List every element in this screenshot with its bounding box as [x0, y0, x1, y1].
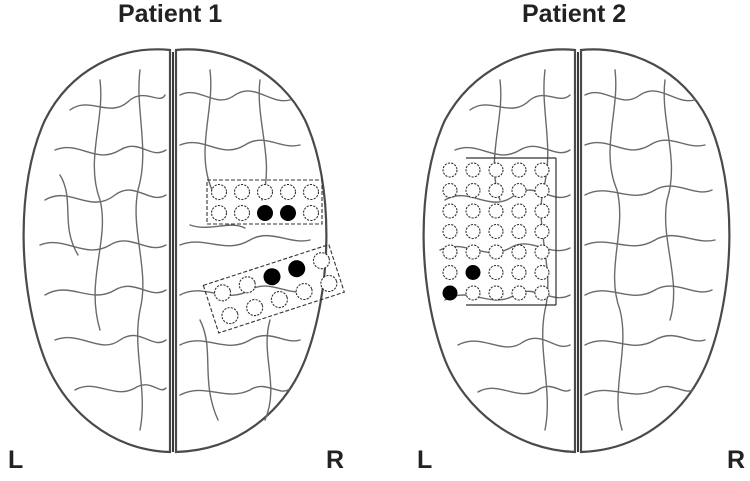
patient-1-right-hemisphere	[174, 48, 328, 454]
patient-1-upper-strip-active-electrode	[280, 205, 296, 221]
patient-2-grid-electrode	[465, 244, 481, 260]
patient-2-grid-electrode	[511, 223, 527, 240]
patient-1-lower-strip	[213, 252, 338, 325]
patient-2-grid-electrode	[488, 264, 504, 281]
patient-2-grid-electrode	[465, 203, 481, 219]
patient-2-left-label: L	[417, 446, 433, 474]
patient-2-grid-electrode	[511, 203, 527, 219]
patient-1-upper-strip-electrode	[256, 183, 274, 201]
patient-1-lower-strip-electrode	[270, 291, 288, 309]
patient-2-grid-electrode	[442, 203, 458, 219]
patient-2-grid-electrode	[534, 244, 550, 260]
patient-1-upper-strip-frame	[206, 179, 323, 225]
patient-2-grid-electrode	[488, 203, 504, 219]
patient-2-grid-electrode	[534, 162, 550, 178]
patient-2-grid-electrode	[442, 223, 458, 240]
patient-1-lower-strip-electrode	[213, 284, 232, 302]
patient-2-grid-electrode	[534, 182, 550, 199]
patient-2-brain	[422, 48, 731, 454]
patient-1-upper-strip-electrode	[210, 183, 228, 201]
patient-1-lower-strip-electrode	[238, 276, 256, 294]
patient-2-grid-electrode	[488, 285, 504, 301]
patient-1-upper-strip-electrode	[233, 204, 251, 222]
patient-1-upper-strip	[210, 183, 320, 222]
patient-2-grid-electrode	[511, 162, 527, 178]
patient-1-upper-strip-electrode	[233, 183, 251, 201]
patient-1-lower-strip-electrode	[295, 282, 313, 301]
patient-2-grid-electrode	[511, 264, 527, 281]
patient-1-left-label: L	[8, 446, 24, 474]
patient-2-grid-electrode	[488, 162, 504, 178]
patient-1-lower-strip-active-electrode	[263, 268, 281, 286]
patient-1-upper-strip-electrode	[279, 183, 297, 201]
patient-2-grid-electrode	[465, 223, 481, 240]
patient-1-left-hemisphere	[22, 48, 172, 454]
patient-2-grid-electrode	[534, 223, 550, 240]
patient-2-grid-electrode	[442, 162, 458, 178]
patient-2-grid-electrode	[442, 264, 458, 281]
patient-2-grid-electrode	[511, 285, 527, 301]
patient-2-grid-electrode	[488, 182, 504, 199]
patient-2-right-hemisphere	[579, 48, 731, 454]
patient-2-title: Patient 2	[522, 0, 627, 28]
patient-1-lower-strip-electrode	[312, 252, 331, 270]
patient-2-grid-electrode	[465, 182, 481, 199]
patient-1-upper-strip-electrode	[302, 204, 320, 222]
patient-2-grid-electrode	[534, 264, 550, 281]
patient-1-gyri	[39, 69, 311, 431]
patient-1-upper-strip-electrode	[210, 204, 228, 222]
patient-1-lower-strip-active-electrode	[288, 260, 306, 278]
patient-2-grid-electrode	[488, 244, 504, 260]
patient-2-grid-electrode	[534, 285, 550, 301]
patient-2-grid-electrode	[511, 244, 527, 260]
patient-2-right-label: R	[727, 446, 746, 474]
patient-1-upper-strip-electrode	[302, 183, 320, 201]
patient-1-lower-strip-electrode	[320, 274, 338, 293]
patient-1-lower-strip-electrode	[221, 307, 239, 325]
patient-1-lower-strip-electrode	[246, 299, 264, 317]
patient-1-lower-strip-frame	[202, 243, 345, 334]
patient-2-grid-electrode	[465, 285, 481, 301]
patient-2-grid-electrode	[488, 223, 504, 240]
patient-2-grid-electrode	[465, 162, 481, 178]
patient-2-grid-active-electrode	[465, 265, 481, 280]
patient-2-grid-electrode	[442, 244, 458, 260]
patient-2-grid-electrode	[511, 182, 527, 199]
patient-1-upper-strip-active-electrode	[257, 205, 273, 221]
patient-1-right-label: R	[326, 446, 345, 474]
patient-2-grid-active-electrode	[442, 285, 458, 301]
patient-2-grid-frame	[466, 157, 557, 306]
patient-1-title: Patient 1	[118, 0, 223, 28]
patient-1-brain	[22, 48, 345, 454]
patient-2-grid-electrode	[442, 182, 458, 199]
patient-2-grid	[442, 162, 550, 301]
patient-2-grid-electrode	[534, 203, 550, 219]
